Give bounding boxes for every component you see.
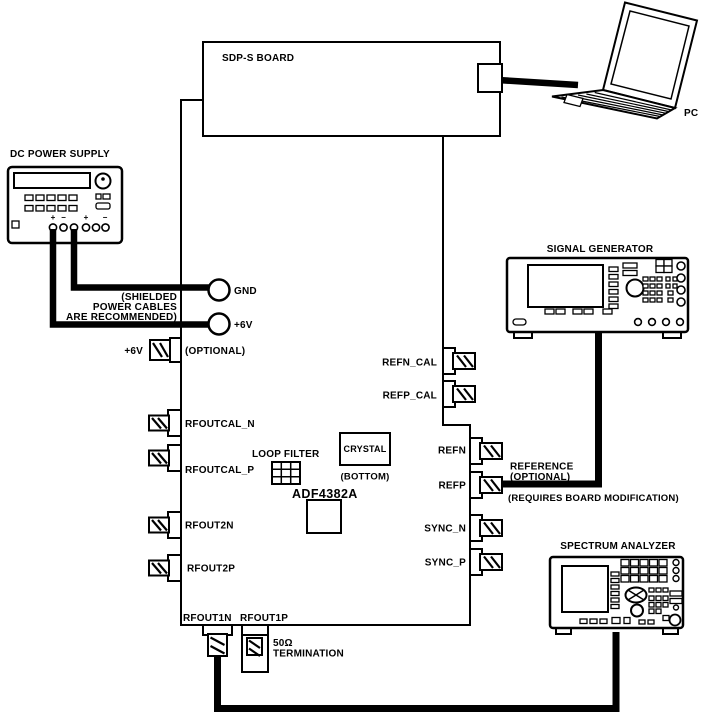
sync-p-label: SYNC_P <box>425 558 466 569</box>
gnd-label: GND <box>234 286 257 297</box>
laptop-touchpad-icon <box>563 93 584 108</box>
power-note-line1: (SHIELDED <box>121 292 177 303</box>
specan-knob-icon <box>630 603 644 618</box>
sync-n-label: SYNC_N <box>424 524 466 535</box>
rfoutcal-n-label: RFOUTCAL_N <box>185 419 255 430</box>
rfout1n-cable <box>214 632 620 712</box>
pc-label: PC <box>684 108 698 119</box>
power-note-line3: ARE RECOMMENDED) <box>66 312 177 323</box>
power-note-line2: POWER CABLES <box>93 302 177 313</box>
siggen-knob-icon <box>625 278 645 298</box>
connector-rfout2n: RFOUT2N <box>148 511 234 539</box>
loop-filter-label: LOOP FILTER <box>252 449 320 460</box>
siggen-display-icon <box>527 264 604 308</box>
psu-terminal-icon <box>91 223 101 232</box>
psu-minus1-label: − <box>61 213 66 222</box>
termination-label-line1: 50Ω <box>273 638 293 649</box>
rfout2p-label: RFOUT2P <box>187 564 235 575</box>
connector-rfoutcal-p: RFOUTCAL_P <box>148 444 254 476</box>
connector-rfout2p: RFOUT2P <box>148 554 235 582</box>
connector-refn-cal: REFN_CAL <box>382 347 476 375</box>
loop-filter-icon <box>271 461 301 485</box>
connector-rfoutcal-n: RFOUTCAL_N <box>148 409 255 437</box>
dc-power-supply: DC POWER SUPPLY + − + − <box>6 149 124 245</box>
plus6v-aux-label: +6V <box>124 346 143 357</box>
crystal-label: CRYSTAL <box>344 444 387 454</box>
refn-label: REFN <box>438 446 466 457</box>
laptop-screen-icon <box>601 1 699 110</box>
connector-6v-optional: +6V (OPTIONAL) <box>124 337 245 363</box>
reference-note-line3: (REQUIRES BOARD MODIFICATION) <box>508 493 679 504</box>
loop-filter: LOOP FILTER <box>252 449 320 485</box>
specan-display-icon <box>561 565 609 613</box>
refn-cal-label: REFN_CAL <box>382 358 437 369</box>
power-cables <box>49 229 210 328</box>
crystal: CRYSTAL (BOTTOM) <box>339 432 391 483</box>
eval-board-outline <box>180 99 471 626</box>
chip-label: ADF4382A <box>292 487 358 501</box>
connector-sync-p: SYNC_P <box>425 548 503 576</box>
psu-terminal-icon <box>81 223 91 232</box>
adf4382a-chip: ADF4382A <box>292 487 358 534</box>
termination-label-line2: TERMINATION <box>273 649 344 660</box>
plus6v-cable <box>49 229 210 328</box>
siggen-label: SIGNAL GENERATOR <box>547 244 654 255</box>
signal-generator: SIGNAL GENERATOR <box>505 244 690 339</box>
specan-label: SPECTRUM ANALYZER <box>560 541 676 552</box>
psu-label: DC POWER SUPPLY <box>10 149 110 160</box>
usb-cable <box>497 76 579 89</box>
connector-sync-n: SYNC_N <box>424 514 503 542</box>
rfout2n-label: RFOUT2N <box>185 521 234 532</box>
crystal-icon <box>339 432 391 466</box>
reference-note-line2: (OPTIONAL) <box>510 472 570 483</box>
connector-refp: REFP <box>439 471 503 499</box>
reference-note-line1: REFERENCE <box>510 462 574 473</box>
rfout1n-label: RFOUT1N <box>183 613 232 624</box>
psu-plus1-label: + <box>51 213 56 222</box>
sdp-board-label: SDP-S BOARD <box>222 53 294 64</box>
chip-icon <box>306 499 342 534</box>
refp-cal-label: REFP_CAL <box>383 391 437 402</box>
connector-rfout1p: RFOUT1P 50Ω TERMINATION <box>240 613 344 673</box>
usb-connector-icon <box>477 63 503 93</box>
psu-minus2-label: − <box>103 213 108 222</box>
plus6v-label: +6V <box>234 320 253 331</box>
psu-display-icon <box>13 172 91 189</box>
reference-cable <box>502 331 602 488</box>
pc-laptop: PC <box>551 1 699 120</box>
connector-refp-cal: REFP_CAL <box>383 380 476 408</box>
gnd-cable <box>70 229 210 291</box>
connector-refn: REFN <box>438 437 503 465</box>
reference-note: REFERENCE (OPTIONAL) (REQUIRES BOARD MOD… <box>508 462 679 505</box>
sdp-s-board: SDP-S BOARD <box>202 41 503 137</box>
rfoutcal-p-label: RFOUTCAL_P <box>185 465 254 476</box>
refp-label: REFP <box>439 481 467 492</box>
connector-rfout1n: RFOUT1N <box>183 613 233 657</box>
psu-terminal-icon <box>59 223 68 232</box>
psu-terminal-icon <box>101 223 110 232</box>
psu-knob-icon <box>94 172 112 190</box>
specan-dpad-icon <box>624 586 648 604</box>
plus6v-testpoint-icon <box>207 312 231 336</box>
gnd-testpoint-icon <box>207 278 231 302</box>
psu-plus2-label: + <box>84 213 89 222</box>
power-testpoints: GND +6V (SHIELDED POWER CABLES ARE RECOM… <box>66 278 257 336</box>
rfout1p-label: RFOUT1P <box>240 613 288 624</box>
crystal-note: (BOTTOM) <box>341 472 390 483</box>
spectrum-analyzer: SPECTRUM ANALYZER <box>548 541 685 635</box>
plus6v-aux-note: (OPTIONAL) <box>185 346 245 357</box>
